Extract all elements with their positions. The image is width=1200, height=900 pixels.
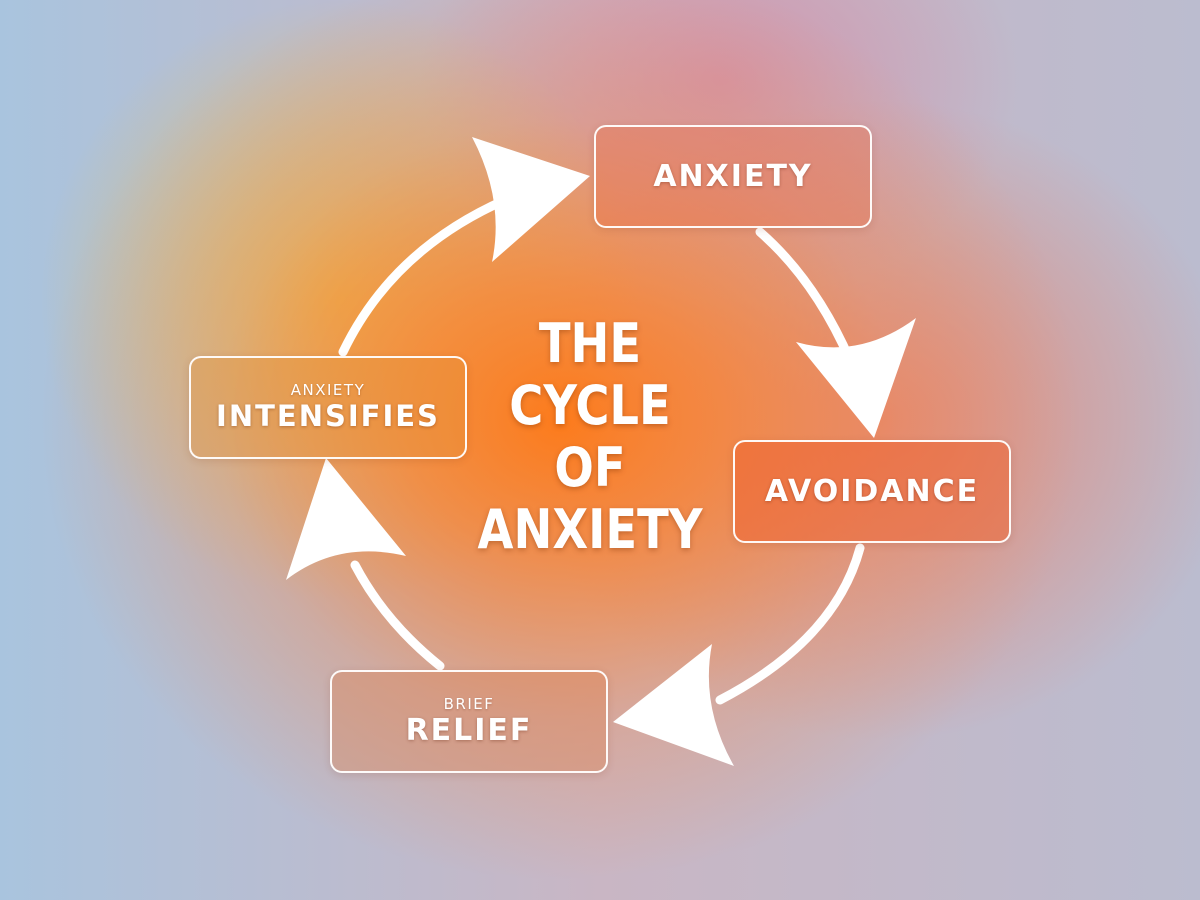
arc-anxiety-to-avoidance [755, 227, 855, 365]
node-anxiety-label: ANXIETY [653, 159, 813, 194]
title-line-3: OF [554, 436, 626, 499]
node-relief-label: RELIEF [405, 713, 533, 749]
node-anxiety: ANXIETY [594, 125, 872, 228]
arrowhead-avoidance [796, 318, 916, 438]
arrowhead-anxiety [472, 137, 590, 262]
arc-relief-to-intensifies [350, 560, 445, 671]
node-brief-relief: BRIEF RELIEF [330, 670, 608, 773]
title-line-4: ANXIETY [477, 498, 703, 561]
node-intensifies-sublabel: ANXIETY [290, 381, 366, 400]
title-line-1: THE [538, 312, 642, 375]
title-line-2: CYCLE [509, 374, 671, 437]
node-avoidance: AVOIDANCE [733, 440, 1011, 543]
arc-avoidance-to-relief [715, 543, 865, 705]
node-relief-sublabel: BRIEF [443, 694, 495, 713]
diagram-title: THE CYCLE OF ANXIETY [461, 313, 719, 561]
node-avoidance-label: AVOIDANCE [764, 474, 980, 509]
node-anxiety-intensifies: ANXIETY INTENSIFIES [189, 356, 467, 459]
arrowhead-intensifies [286, 458, 406, 580]
arrowhead-relief [613, 644, 734, 766]
arc-intensifies-to-anxiety [338, 195, 510, 357]
node-intensifies-label: INTENSIFIES [216, 398, 440, 433]
